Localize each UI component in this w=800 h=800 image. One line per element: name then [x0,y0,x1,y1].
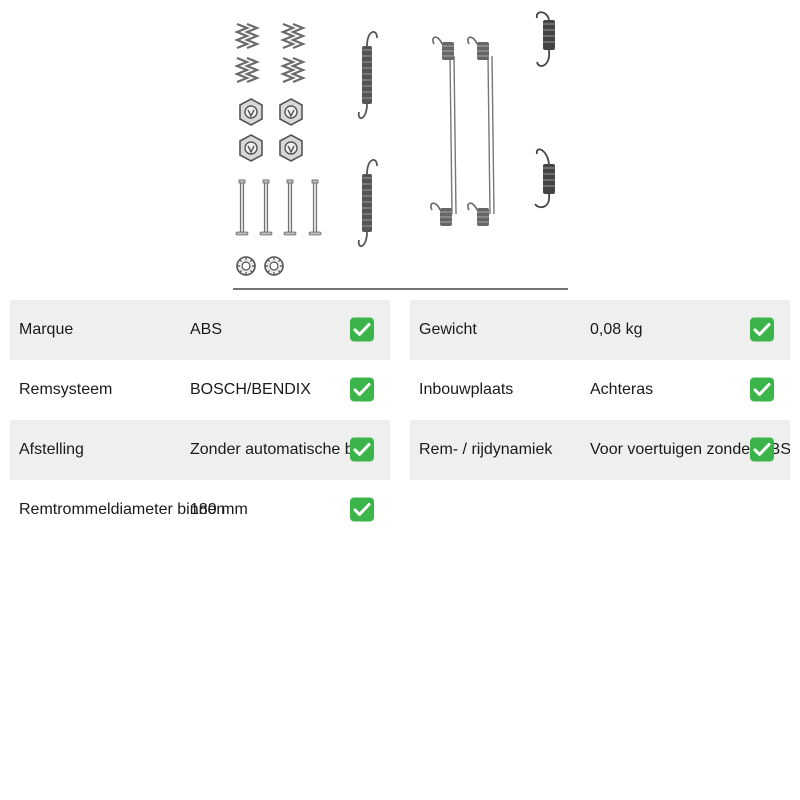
spec-label: Afstelling [19,441,84,458]
product-image [233,8,568,290]
check-mark-icon [749,376,775,402]
spec-row-gewicht: Gewicht 0,08 kg [410,300,790,360]
spec-value: BOSCH/BENDIX [190,381,311,398]
spec-label: Remsysteem [19,381,113,398]
spec-value: 0,08 kg [590,321,643,338]
spec-row-remtrommeldiameter: Remtrommeldiameter binnen 180 mm [10,480,390,540]
check-mark-icon [749,436,775,462]
spec-row-marque: Marque ABS [10,300,390,360]
spec-row-remsysteem: Remsysteem BOSCH/BENDIX [10,360,390,420]
brake-shoe-fitting-kit-icon [233,11,568,290]
spec-value: ABS [190,321,223,338]
check-mark-icon [349,376,375,402]
spec-label: Remtrommeldiameter binnen [19,501,226,518]
spec-value: Achteras [590,381,654,398]
check-mark-icon [749,316,775,342]
spec-value: Zonder automatische bijst [190,441,374,458]
spec-row-rem-rijdynamiek: Rem- / rijdynamiek Voor voertuigen zonde… [410,420,790,480]
check-mark-icon [349,316,375,342]
spec-table-right: Gewicht 0,08 kg Inbouwplaats Achteras Re… [410,300,790,480]
spec-label: Rem- / rijdynamiek [419,441,553,458]
spec-value: Voor voertuigen zonder ABS [590,441,790,458]
spec-label: Inbouwplaats [419,381,514,398]
spec-row-afstelling: Afstelling Zonder automatische bijst [10,420,390,480]
spec-label: Gewicht [419,321,477,338]
check-mark-icon [349,436,375,462]
spec-row-inbouwplaats: Inbouwplaats Achteras [410,360,790,420]
check-mark-icon [349,496,375,522]
spec-value: 180 mm [190,501,248,518]
spec-label: Marque [19,321,74,338]
spec-table-left: Marque ABS Remsysteem BOSCH/BENDIX Afste… [10,300,390,540]
